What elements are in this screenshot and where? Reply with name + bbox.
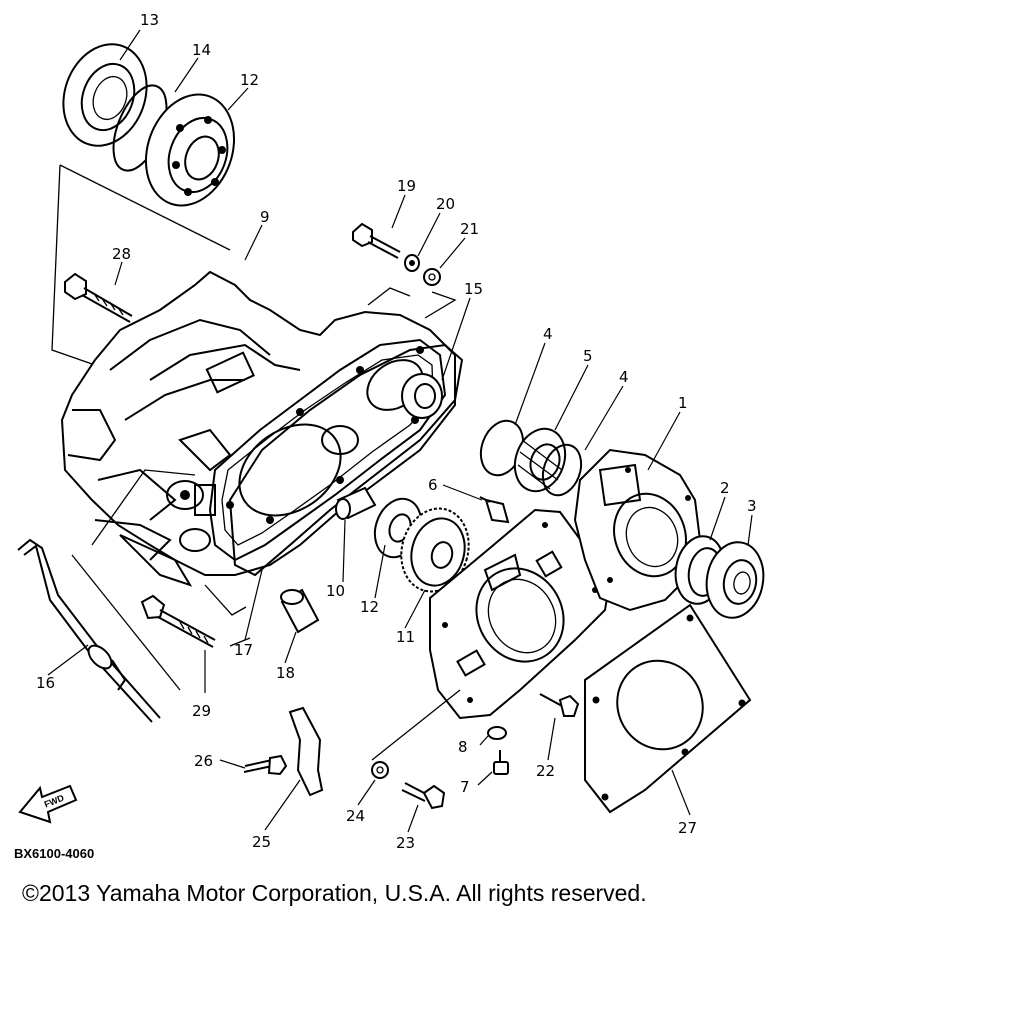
callout-7: 7 — [460, 778, 470, 796]
gasket-28 — [584, 603, 752, 814]
callout-14: 13 — [140, 11, 159, 29]
bolt-6 — [479, 496, 510, 524]
bolt-23 — [539, 693, 580, 717]
callout-19: 18 — [276, 664, 295, 682]
dowel-pin-10 — [335, 486, 377, 520]
oil-seal-16 — [401, 373, 443, 419]
bolt-20 — [352, 222, 401, 259]
bearing-13 — [144, 93, 236, 207]
callout-2: 2 — [720, 479, 730, 497]
washer-21 — [404, 254, 420, 272]
callout-18: 17 — [234, 641, 253, 659]
callout-23: 22 — [536, 762, 555, 780]
bearing-3 — [705, 541, 765, 619]
exploded-parts-diagram: 13 14 12 9 28 19 20 21 15 4 5 4 1 6 2 3 … — [14, 11, 765, 861]
assembly-guide-nut — [424, 291, 457, 319]
bracket-26 — [288, 706, 324, 797]
bolt-27 — [243, 754, 288, 776]
callout-21: 20 — [436, 195, 455, 213]
callout-3: 3 — [747, 497, 757, 515]
callout-15: 14 — [192, 41, 211, 59]
bolt-29 — [64, 272, 133, 323]
callout-26: 25 — [252, 833, 271, 851]
callout-6: 6 — [428, 476, 438, 494]
callout-30: 29 — [192, 702, 211, 720]
cover-1 — [573, 448, 702, 612]
callout-22: 21 — [460, 220, 479, 238]
screw-7 — [493, 750, 509, 775]
assembly-guide-bearing — [51, 164, 231, 366]
drawing-code: BX6100-4060 — [14, 846, 94, 861]
dipstick-17 — [17, 538, 161, 723]
callout-12: 12 — [360, 598, 379, 616]
callout-17: 16 — [36, 674, 55, 692]
callout-13: 12 — [240, 71, 259, 89]
callout-27: 26 — [194, 752, 213, 770]
bolt-30 — [140, 594, 216, 648]
callout-9: 9 — [260, 208, 270, 226]
callout-5: 5 — [583, 347, 593, 365]
nut-22 — [423, 268, 441, 286]
circlip-4b — [541, 443, 583, 497]
callout-8: 8 — [458, 738, 468, 756]
callout-4b: 4 — [619, 368, 629, 386]
gear-11 — [400, 507, 470, 593]
fwd-arrow-icon: FWD — [18, 784, 78, 824]
callout-numbers: 13 14 12 9 28 19 20 21 15 4 5 4 1 6 2 3 … — [36, 11, 757, 852]
callout-1: 1 — [678, 394, 688, 412]
callout-10: 10 — [326, 582, 345, 600]
crankcase-9 — [60, 270, 456, 587]
callout-20: 19 — [397, 177, 416, 195]
copyright-notice: ©2013 Yamaha Motor Corporation, U.S.A. A… — [22, 880, 647, 906]
bolt-24 — [401, 782, 446, 810]
cover-plate — [429, 508, 612, 720]
assembly-guide-lower — [71, 469, 461, 761]
washer-25 — [371, 761, 389, 779]
o-ring-18 — [228, 343, 464, 577]
callout-4a: 4 — [543, 325, 553, 343]
dowel-pin-19 — [280, 588, 320, 634]
assembly-guide-bolt — [367, 287, 411, 306]
callout-16: 15 — [464, 280, 483, 298]
washer-8 — [487, 726, 507, 740]
callout-25: 24 — [346, 807, 365, 825]
callout-24: 23 — [396, 834, 415, 852]
bearing-14 — [62, 43, 148, 147]
collar-5 — [513, 427, 567, 493]
callout-28: 27 — [678, 819, 697, 837]
leader-lines — [47, 29, 753, 833]
callout-29: 28 — [112, 245, 131, 263]
callout-11: 11 — [396, 628, 415, 646]
